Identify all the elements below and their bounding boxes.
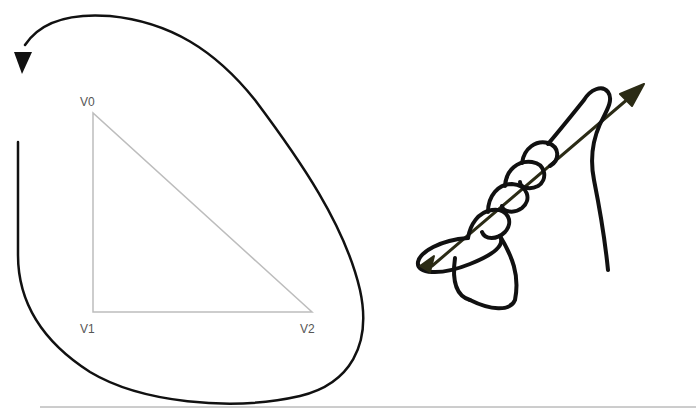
winding-loop [14,15,363,403]
wrist-lower [454,258,470,300]
rotation-circle [418,236,501,272]
loop-arrowhead [14,52,32,74]
loop-curve [18,15,363,403]
rotation-arrowhead [420,256,434,272]
thumb-and-palm [548,88,610,270]
wrist [470,236,517,308]
triangle [93,113,312,312]
vertex-label: V0 [80,95,95,109]
finger-3 [505,162,544,188]
finger-4 [522,142,557,166]
right-hand-rule [418,84,644,308]
finger-1 [468,210,509,238]
triangle-outline [93,113,312,312]
baseline-rule [40,407,696,408]
vertex-label: V2 [300,322,315,336]
vertex-label: V1 [80,322,95,336]
axis-arrowhead [620,84,644,106]
